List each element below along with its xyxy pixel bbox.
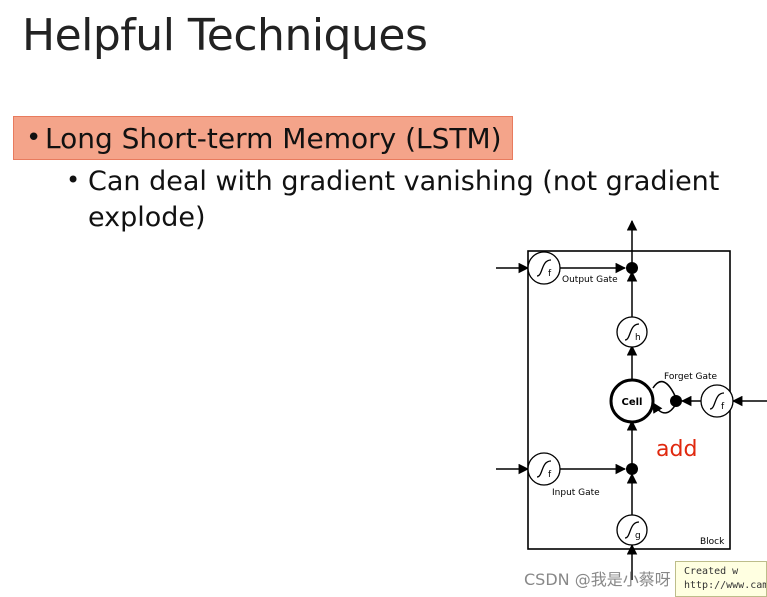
slide-title: Helpful Techniques: [22, 10, 428, 61]
svg-text:f: f: [548, 269, 552, 279]
sub-bullet-text: Can deal with gradient vanishing (not gr…: [88, 166, 720, 233]
tooltip-line: Created w: [684, 566, 739, 577]
forget-mult-node: [670, 395, 682, 407]
input-gate-label: Input Gate: [552, 488, 600, 498]
watermark-text: CSDN @我是小蔡呀: [524, 570, 671, 589]
cell-recurrent-loop: [652, 380, 677, 399]
forget-gate-label: Forget Gate: [664, 372, 718, 382]
highlighted-bullet: • Long Short-term Memory (LSTM): [13, 116, 513, 160]
bullet-dot: •: [26, 123, 42, 153]
cell-input-squash: g: [616, 514, 648, 546]
svg-text:h: h: [635, 333, 641, 343]
output-gate-label: Output Gate: [562, 275, 618, 285]
tooltip-line: http://www.cam: [684, 580, 767, 591]
output-gate-sigmoid: f: [527, 251, 561, 285]
bullet-text: Long Short-term Memory (LSTM): [45, 122, 502, 155]
input-mult-node: [626, 463, 638, 475]
svg-text:g: g: [635, 531, 641, 541]
cell-output-squash: h: [616, 316, 648, 348]
block-label: Block: [700, 537, 725, 547]
input-gate-sigmoid: f: [527, 452, 561, 486]
svg-text:f: f: [548, 470, 552, 480]
cell-node: [609, 378, 655, 424]
svg-text:f: f: [721, 402, 725, 412]
add-annotation: add: [656, 437, 697, 462]
tooltip: Created w http://www.cam: [675, 561, 767, 597]
sub-bullet-dot: •: [66, 166, 81, 194]
forget-gate-sigmoid: f: [700, 384, 734, 418]
cell-label: Cell: [622, 397, 643, 408]
output-mult-node: [626, 262, 638, 274]
